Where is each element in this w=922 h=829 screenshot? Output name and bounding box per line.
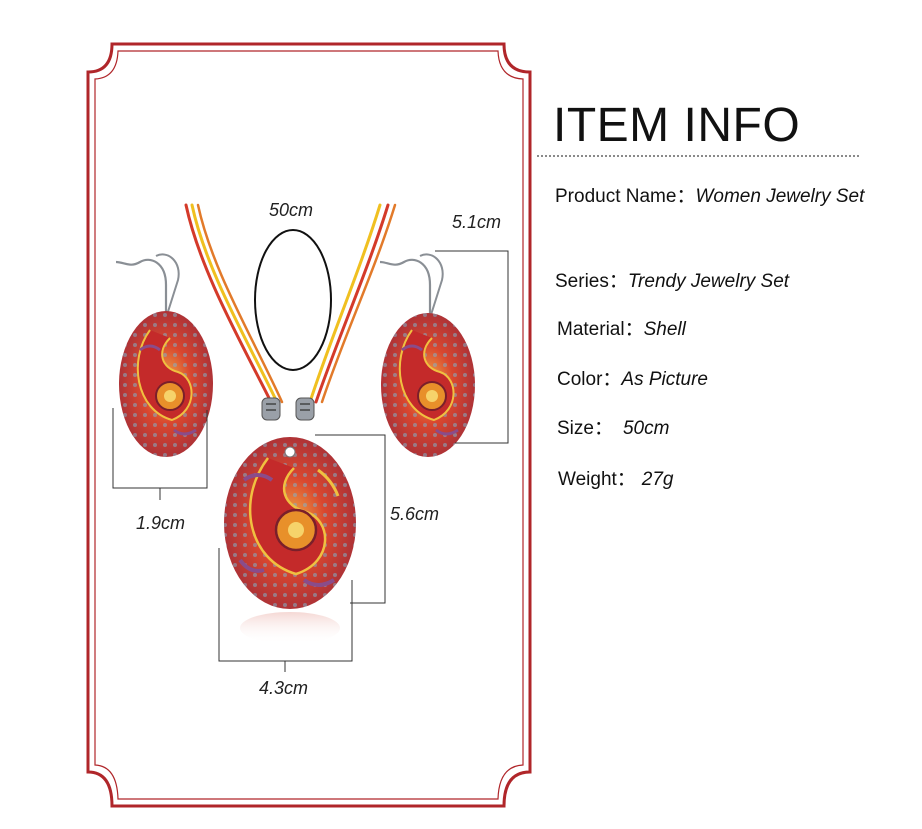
series-value: Trendy Jewelry Set: [627, 271, 790, 292]
material-row: Material：Shell: [557, 314, 686, 341]
decorative-frame: [86, 42, 532, 808]
color-row: Color：As Picture: [557, 364, 708, 391]
item-info-title: ITEM INFO: [553, 99, 801, 152]
right-earring: [379, 253, 475, 457]
pendant-width-label: 4.3cm: [259, 678, 309, 698]
weight-label: Weight：: [558, 469, 636, 490]
color-label: Color：: [557, 369, 622, 390]
left-earring: [115, 253, 213, 457]
earring-width-label: 1.9cm: [136, 513, 186, 533]
series-row: Series：Trendy Jewelry Set: [555, 266, 789, 293]
earring-height-label: 5.1cm: [452, 212, 502, 232]
weight-row: Weight：27g: [558, 464, 674, 491]
pendant-height-label: 5.6cm: [390, 504, 440, 524]
necklace-beads: [261, 397, 315, 421]
material-label: Material：: [557, 319, 644, 340]
size-label: Size：: [557, 418, 613, 439]
weight-value: 27g: [641, 469, 674, 490]
size-value: 50cm: [622, 418, 670, 439]
color-value: As Picture: [621, 369, 708, 390]
series-label: Series：: [555, 271, 628, 292]
material-value: Shell: [643, 319, 686, 340]
necklace-length-loop: [254, 229, 332, 371]
pendant: [224, 437, 356, 644]
dimension-lines: [112, 250, 509, 672]
title-divider: [537, 155, 859, 157]
product-name-value: Women Jewelry Set: [695, 186, 865, 207]
necklace-cord: [184, 203, 397, 404]
product-name-label: Product Name：: [555, 186, 696, 207]
size-row: Size： 50cm: [557, 413, 669, 440]
product-name-row: Product Name：Women Jewelry Set: [555, 181, 864, 208]
necklace-length-label: 50cm: [269, 200, 314, 220]
